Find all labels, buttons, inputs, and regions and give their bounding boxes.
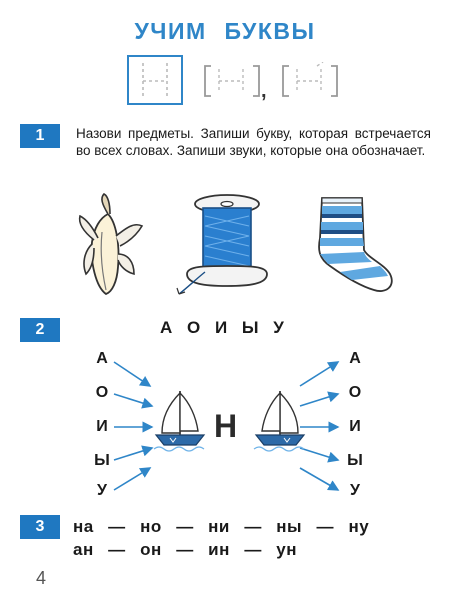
left-letter-o: О <box>95 384 109 401</box>
task-2-number: 2 <box>20 318 60 342</box>
thread-spool-picture <box>176 194 268 295</box>
right-letter-u: У <box>350 482 360 499</box>
arrow-right-1 <box>299 361 340 387</box>
sock-picture <box>318 197 393 292</box>
letter-write-box[interactable] <box>127 55 183 105</box>
left-letter-u: У <box>97 482 107 499</box>
left-letter-a: А <box>96 350 108 367</box>
arrow-right-2 <box>299 391 340 407</box>
arrow-left-5 <box>113 467 152 491</box>
left-letter-i: И <box>96 418 108 435</box>
sound-separator: , <box>261 80 267 102</box>
syllables-row-1: на — но — ни — ны — ну <box>73 517 370 536</box>
left-sailboat-icon <box>153 391 206 452</box>
task-1-text: Назови предметы. Запиши букву, которая в… <box>76 126 431 158</box>
page-number: 4 <box>36 568 47 588</box>
page-title: УЧИМ БУКВЫ <box>134 18 316 44</box>
right-letter-i: И <box>349 418 361 435</box>
sound-brackets <box>204 62 338 97</box>
right-letter-y: Ы <box>347 452 363 469</box>
right-letter-a: А <box>349 350 361 367</box>
arrow-left-2 <box>113 393 154 409</box>
arrow-left-1 <box>113 361 152 387</box>
arrow-right-5 <box>299 467 340 491</box>
right-letter-o: О <box>348 384 362 401</box>
arrow-left-4 <box>113 445 154 461</box>
letter-guide-icon <box>142 63 168 99</box>
task-1-number: 1 <box>20 124 60 148</box>
center-letter: Н <box>214 408 238 444</box>
syllables-row-2: ан — он — ин — ун <box>73 540 297 559</box>
syllable-arrows <box>113 361 340 491</box>
right-sailboat-icon <box>253 391 306 452</box>
banana-picture <box>78 193 144 295</box>
vowel-row: А О И Ы У <box>160 318 286 337</box>
left-letter-y: Ы <box>94 452 110 469</box>
arrow-right-4 <box>299 447 340 463</box>
task-3-number: 3 <box>20 515 60 539</box>
